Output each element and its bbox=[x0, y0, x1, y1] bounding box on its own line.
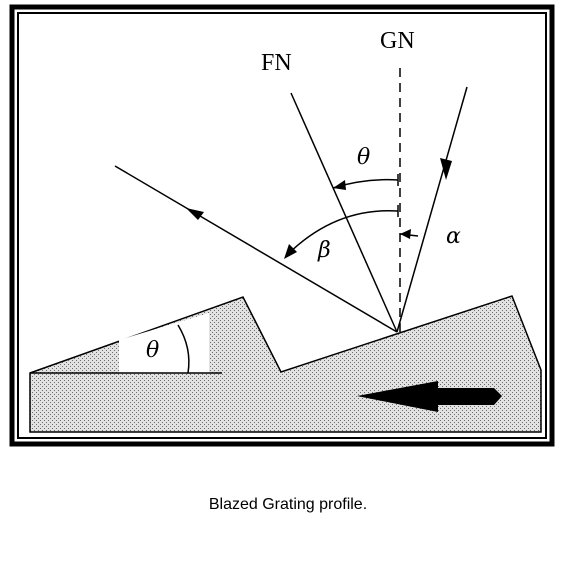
facet-angle-arc bbox=[177, 324, 190, 374]
grating-profile bbox=[29, 295, 542, 433]
theta-facet-label: θ bbox=[146, 338, 159, 363]
beta-arc-arrowhead bbox=[284, 244, 297, 259]
gn-label: GN bbox=[380, 28, 415, 54]
alpha-arc-arrowhead bbox=[400, 229, 411, 239]
beta-arc bbox=[285, 209, 399, 257]
figure-caption: Blazed Grating profile. bbox=[208, 496, 368, 513]
inner-border bbox=[17, 12, 547, 439]
fn-label: FN bbox=[261, 50, 292, 76]
diffracted-ray bbox=[114, 165, 398, 333]
theta-arc-arrowhead bbox=[333, 180, 346, 190]
beta-label: β bbox=[317, 238, 331, 263]
motion-arrow bbox=[357, 381, 502, 412]
diffracted-arrowhead bbox=[186, 208, 204, 220]
facet-normal-line bbox=[290, 92, 398, 333]
facet-angle-region bbox=[119, 313, 209, 373]
theta-top-label: θ bbox=[357, 145, 370, 170]
alpha-label: α bbox=[446, 224, 461, 249]
blazed-grating-diagram: FN GN θ β α θ bbox=[9, 4, 555, 447]
incident-arrowhead bbox=[440, 158, 452, 180]
incident-ray bbox=[396, 86, 468, 333]
outer-border bbox=[9, 4, 555, 447]
